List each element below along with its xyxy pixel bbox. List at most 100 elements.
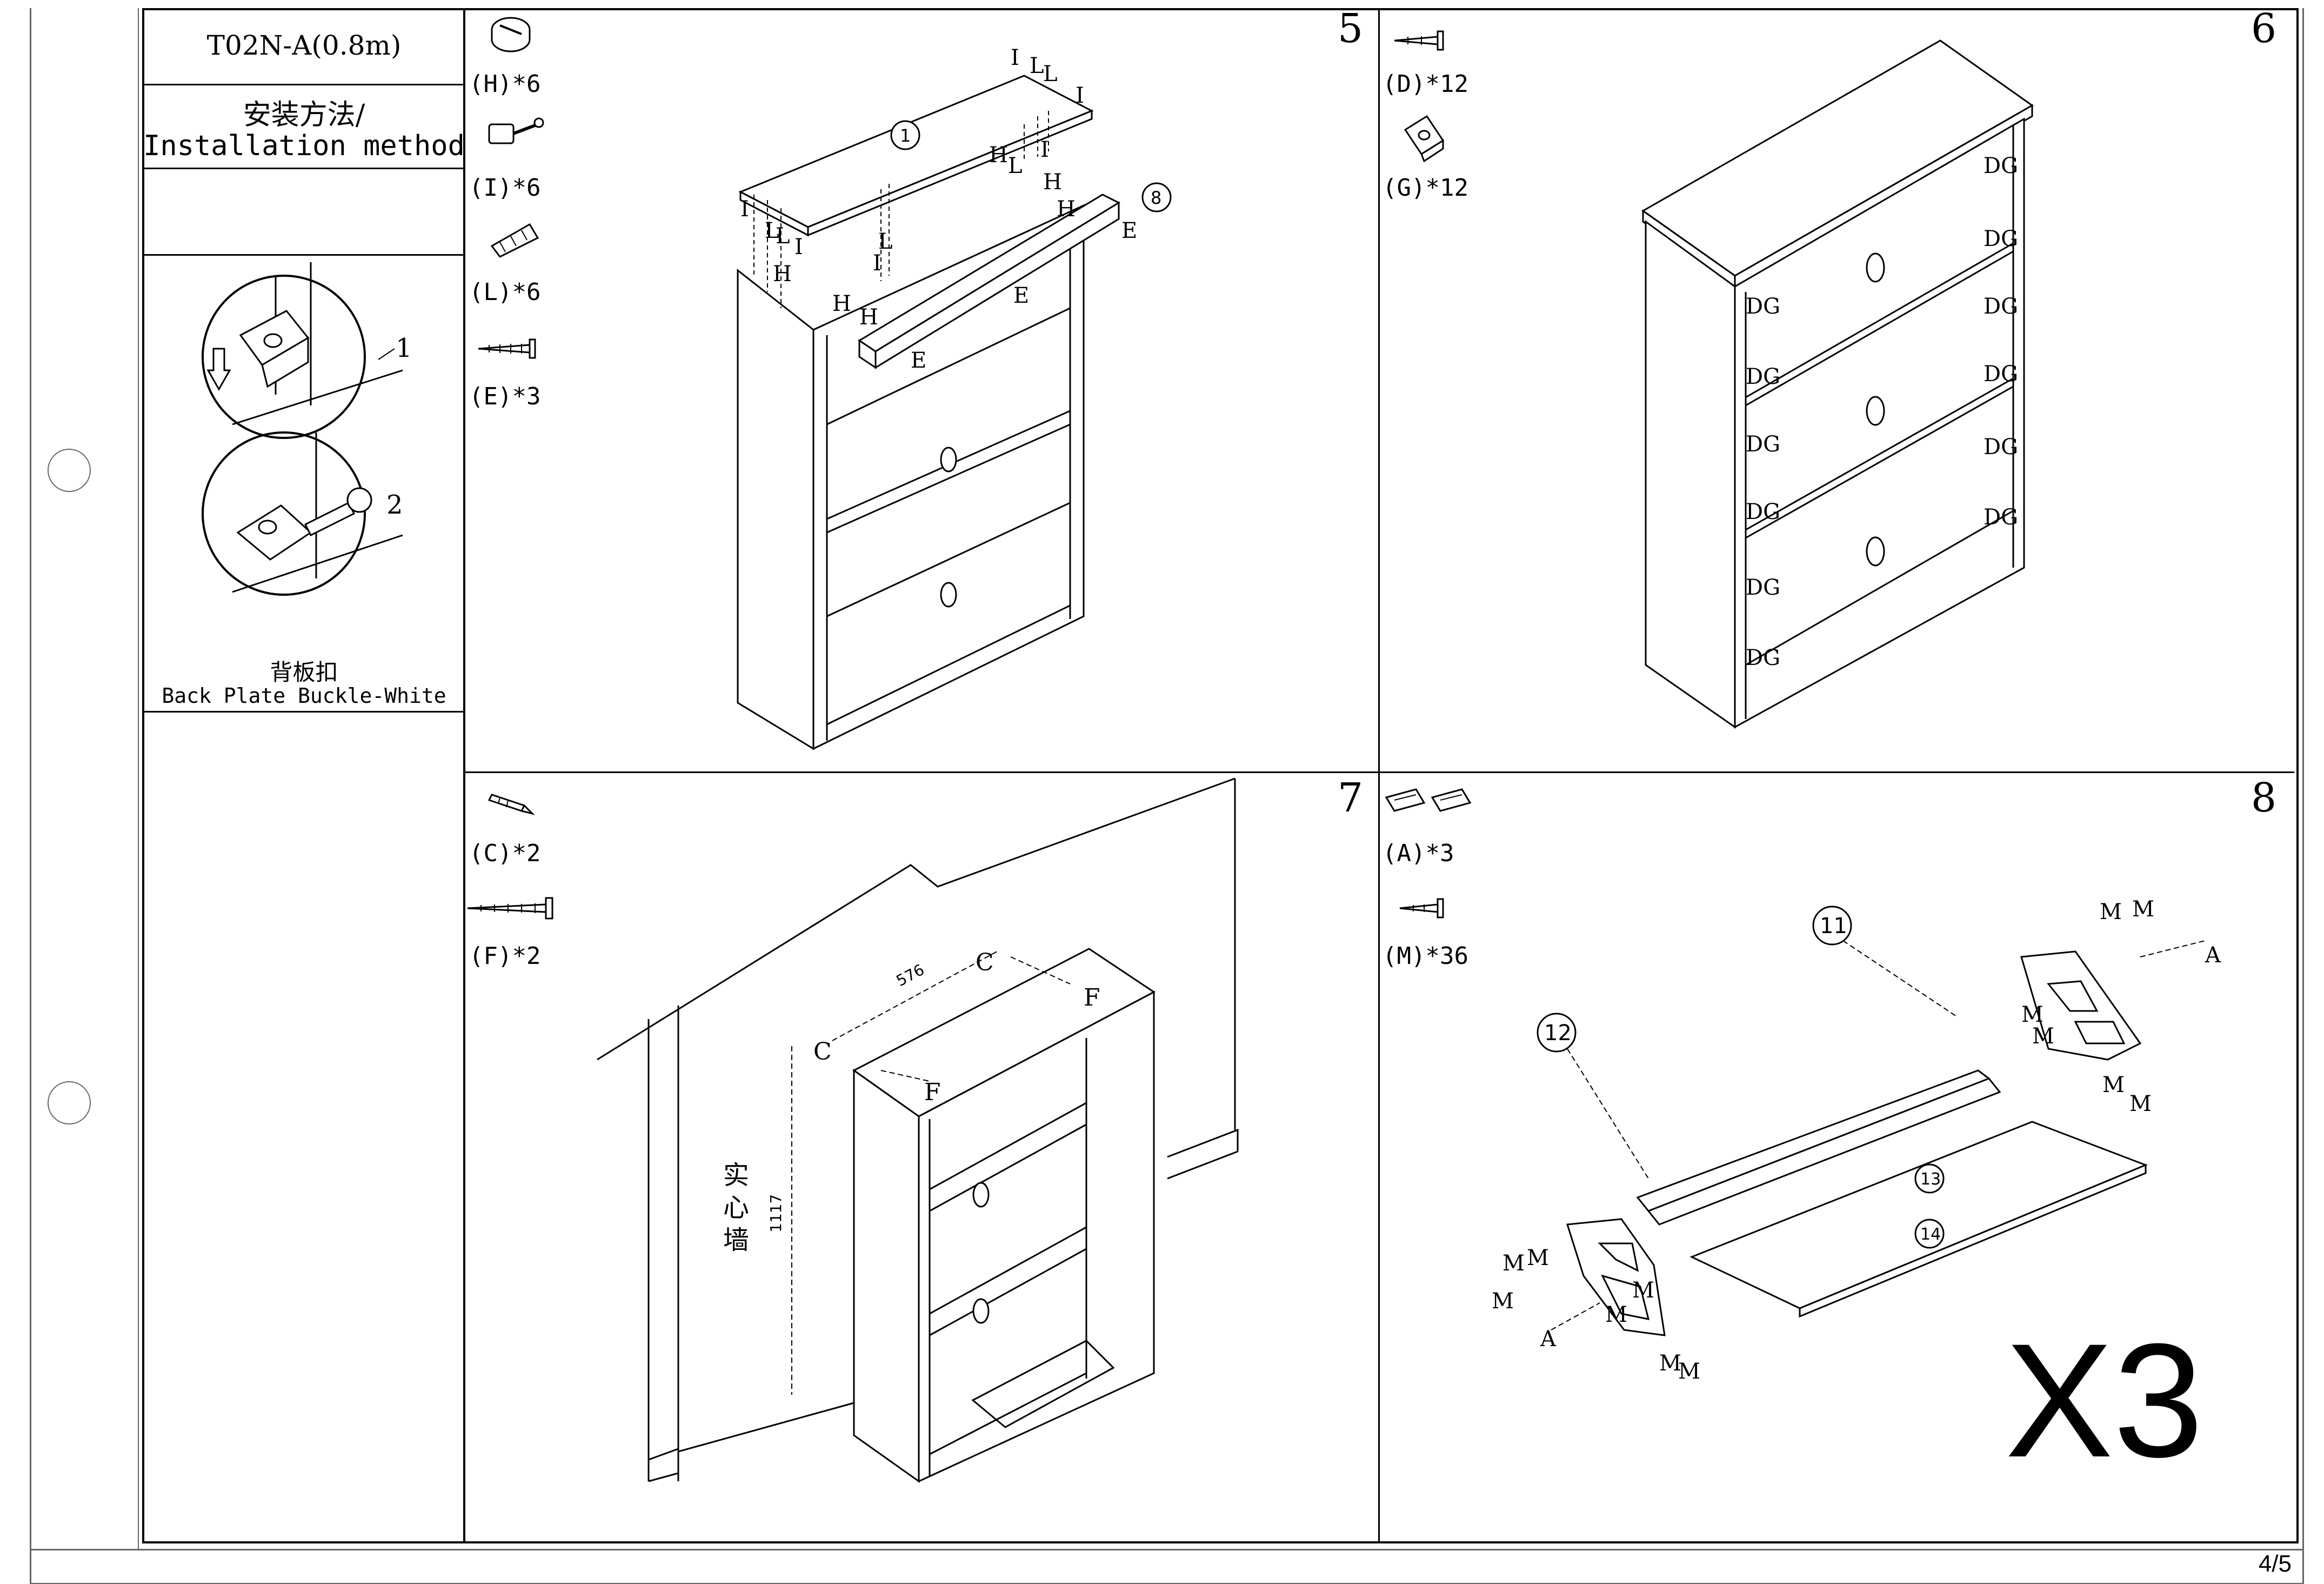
svg-text:H: H [832,291,851,316]
svg-text:DG: DG [1746,500,1780,524]
svg-text:H: H [1043,170,1062,195]
svg-text:M: M [2032,1024,2054,1049]
svg-text:C: C [976,949,994,976]
svg-text:A: A [2205,943,2221,968]
svg-text:C: C [813,1038,832,1066]
svg-text:心: 心 [723,1193,749,1223]
svg-text:L: L [776,224,790,249]
part-c-label: (C)*2 [469,840,541,867]
svg-text:M: M [1492,1289,1514,1314]
model-number: T02N-A(0.8m) [206,30,402,61]
svg-text:2: 2 [386,490,403,520]
svg-text:L: L [1008,154,1023,178]
svg-text:11: 11 [1820,914,1847,939]
wall-anchor-icon [487,794,535,815]
sidebar-row-line-4 [142,711,465,713]
svg-text:M: M [1527,1246,1549,1270]
svg-text:M: M [2132,897,2154,922]
svg-text:H: H [1057,197,1076,222]
cam-bolt-icon [488,117,544,144]
svg-text:M: M [1605,1302,1627,1327]
svg-text:A: A [1540,1327,1557,1352]
svg-text:M: M [1502,1251,1525,1276]
buckle-label-cn: 背板扣 [270,659,338,685]
svg-text:12: 12 [1544,1021,1572,1046]
sidebar-row-line-2 [142,168,465,169]
svg-text:DG: DG [1984,294,2018,319]
part-h-label: (H)*6 [469,70,541,98]
svg-text:H: H [773,262,792,287]
svg-text:8: 8 [1151,188,1161,208]
svg-text:DG: DG [1746,432,1780,457]
part-g-label: (G)*12 [1383,174,1468,202]
svg-text:I: I [1076,83,1084,108]
sidebar-row-line-3 [142,254,465,256]
svg-text:M: M [2102,1073,2125,1097]
screw-icon [478,338,536,359]
svg-text:I: I [873,251,881,276]
svg-text:M: M [2100,900,2122,924]
part-l-label: (L)*6 [469,278,541,306]
svg-text:I: I [794,235,803,259]
svg-text:实: 实 [723,1160,749,1190]
right-margin-line [2302,8,2304,1584]
long-screw-icon [467,897,553,920]
svg-text:E: E [911,348,926,373]
footer-bottom-line [30,1583,2304,1584]
svg-text:I: I [1040,137,1049,162]
grid-horizontal-divider [464,771,2294,773]
svg-text:DG: DG [1746,575,1780,600]
svg-text:H: H [989,143,1008,168]
grid-vertical-divider [1378,8,1380,1541]
corner-bracket-icon [1404,115,1445,163]
svg-text:DG: DG [1746,294,1780,319]
sidebar-row-line-1 [142,84,465,85]
svg-text:1: 1 [900,125,911,146]
svg-text:DG: DG [1746,364,1780,389]
svg-text:F: F [924,1079,941,1106]
back-plate-buckle-illustration: 1 2 [202,262,412,596]
svg-text:E: E [1013,283,1029,308]
svg-text:F: F [1084,984,1100,1011]
svg-text:墙: 墙 [723,1225,749,1255]
svg-text:L: L [878,229,893,254]
sidebar-divider [463,8,465,1541]
method-title-en: Installation method [143,130,465,162]
svg-text:DG: DG [1984,227,2018,251]
svg-text:M: M [2021,1002,2043,1027]
svg-text:576: 576 [893,961,927,990]
svg-text:I: I [1011,45,1019,70]
step-7-number: 7 [1338,775,1364,821]
svg-text:I: I [740,197,749,222]
svg-text:M: M [2129,1092,2152,1116]
wood-dowel-icon [490,223,539,258]
method-title-cn: 安装方法/ [243,99,365,131]
step-8-number: 8 [2251,775,2277,821]
svg-text:13: 13 [1920,1170,1941,1189]
svg-text:M: M [1678,1359,1700,1384]
content-frame [142,8,2299,1543]
part-i-label: (I)*6 [469,174,541,202]
svg-text:L: L [1030,54,1044,78]
buckle-label-en: Back Plate Buckle-White [162,684,446,708]
part-a-label: (A)*3 [1383,840,1454,867]
step-6-number: 6 [2251,5,2277,52]
svg-text:DG: DG [1984,435,2018,460]
svg-text:1117: 1117 [767,1194,785,1233]
punch-hole-upper [48,449,91,492]
svg-text:1: 1 [396,333,412,363]
cam-lock-icon [491,17,531,52]
part-m-label: (M)*36 [1383,942,1468,970]
svg-text:DG: DG [1984,362,2018,387]
svg-text:DG: DG [1984,505,2018,530]
svg-text:L: L [765,218,779,243]
left-margin-line [30,8,31,1584]
small-screw-icon [1399,898,1444,919]
part-e-label: (E)*3 [469,383,541,410]
svg-text:M: M [1632,1278,1654,1303]
svg-text:H: H [859,305,878,330]
svg-text:DG: DG [1746,645,1780,670]
short-screw-icon [1394,30,1444,51]
